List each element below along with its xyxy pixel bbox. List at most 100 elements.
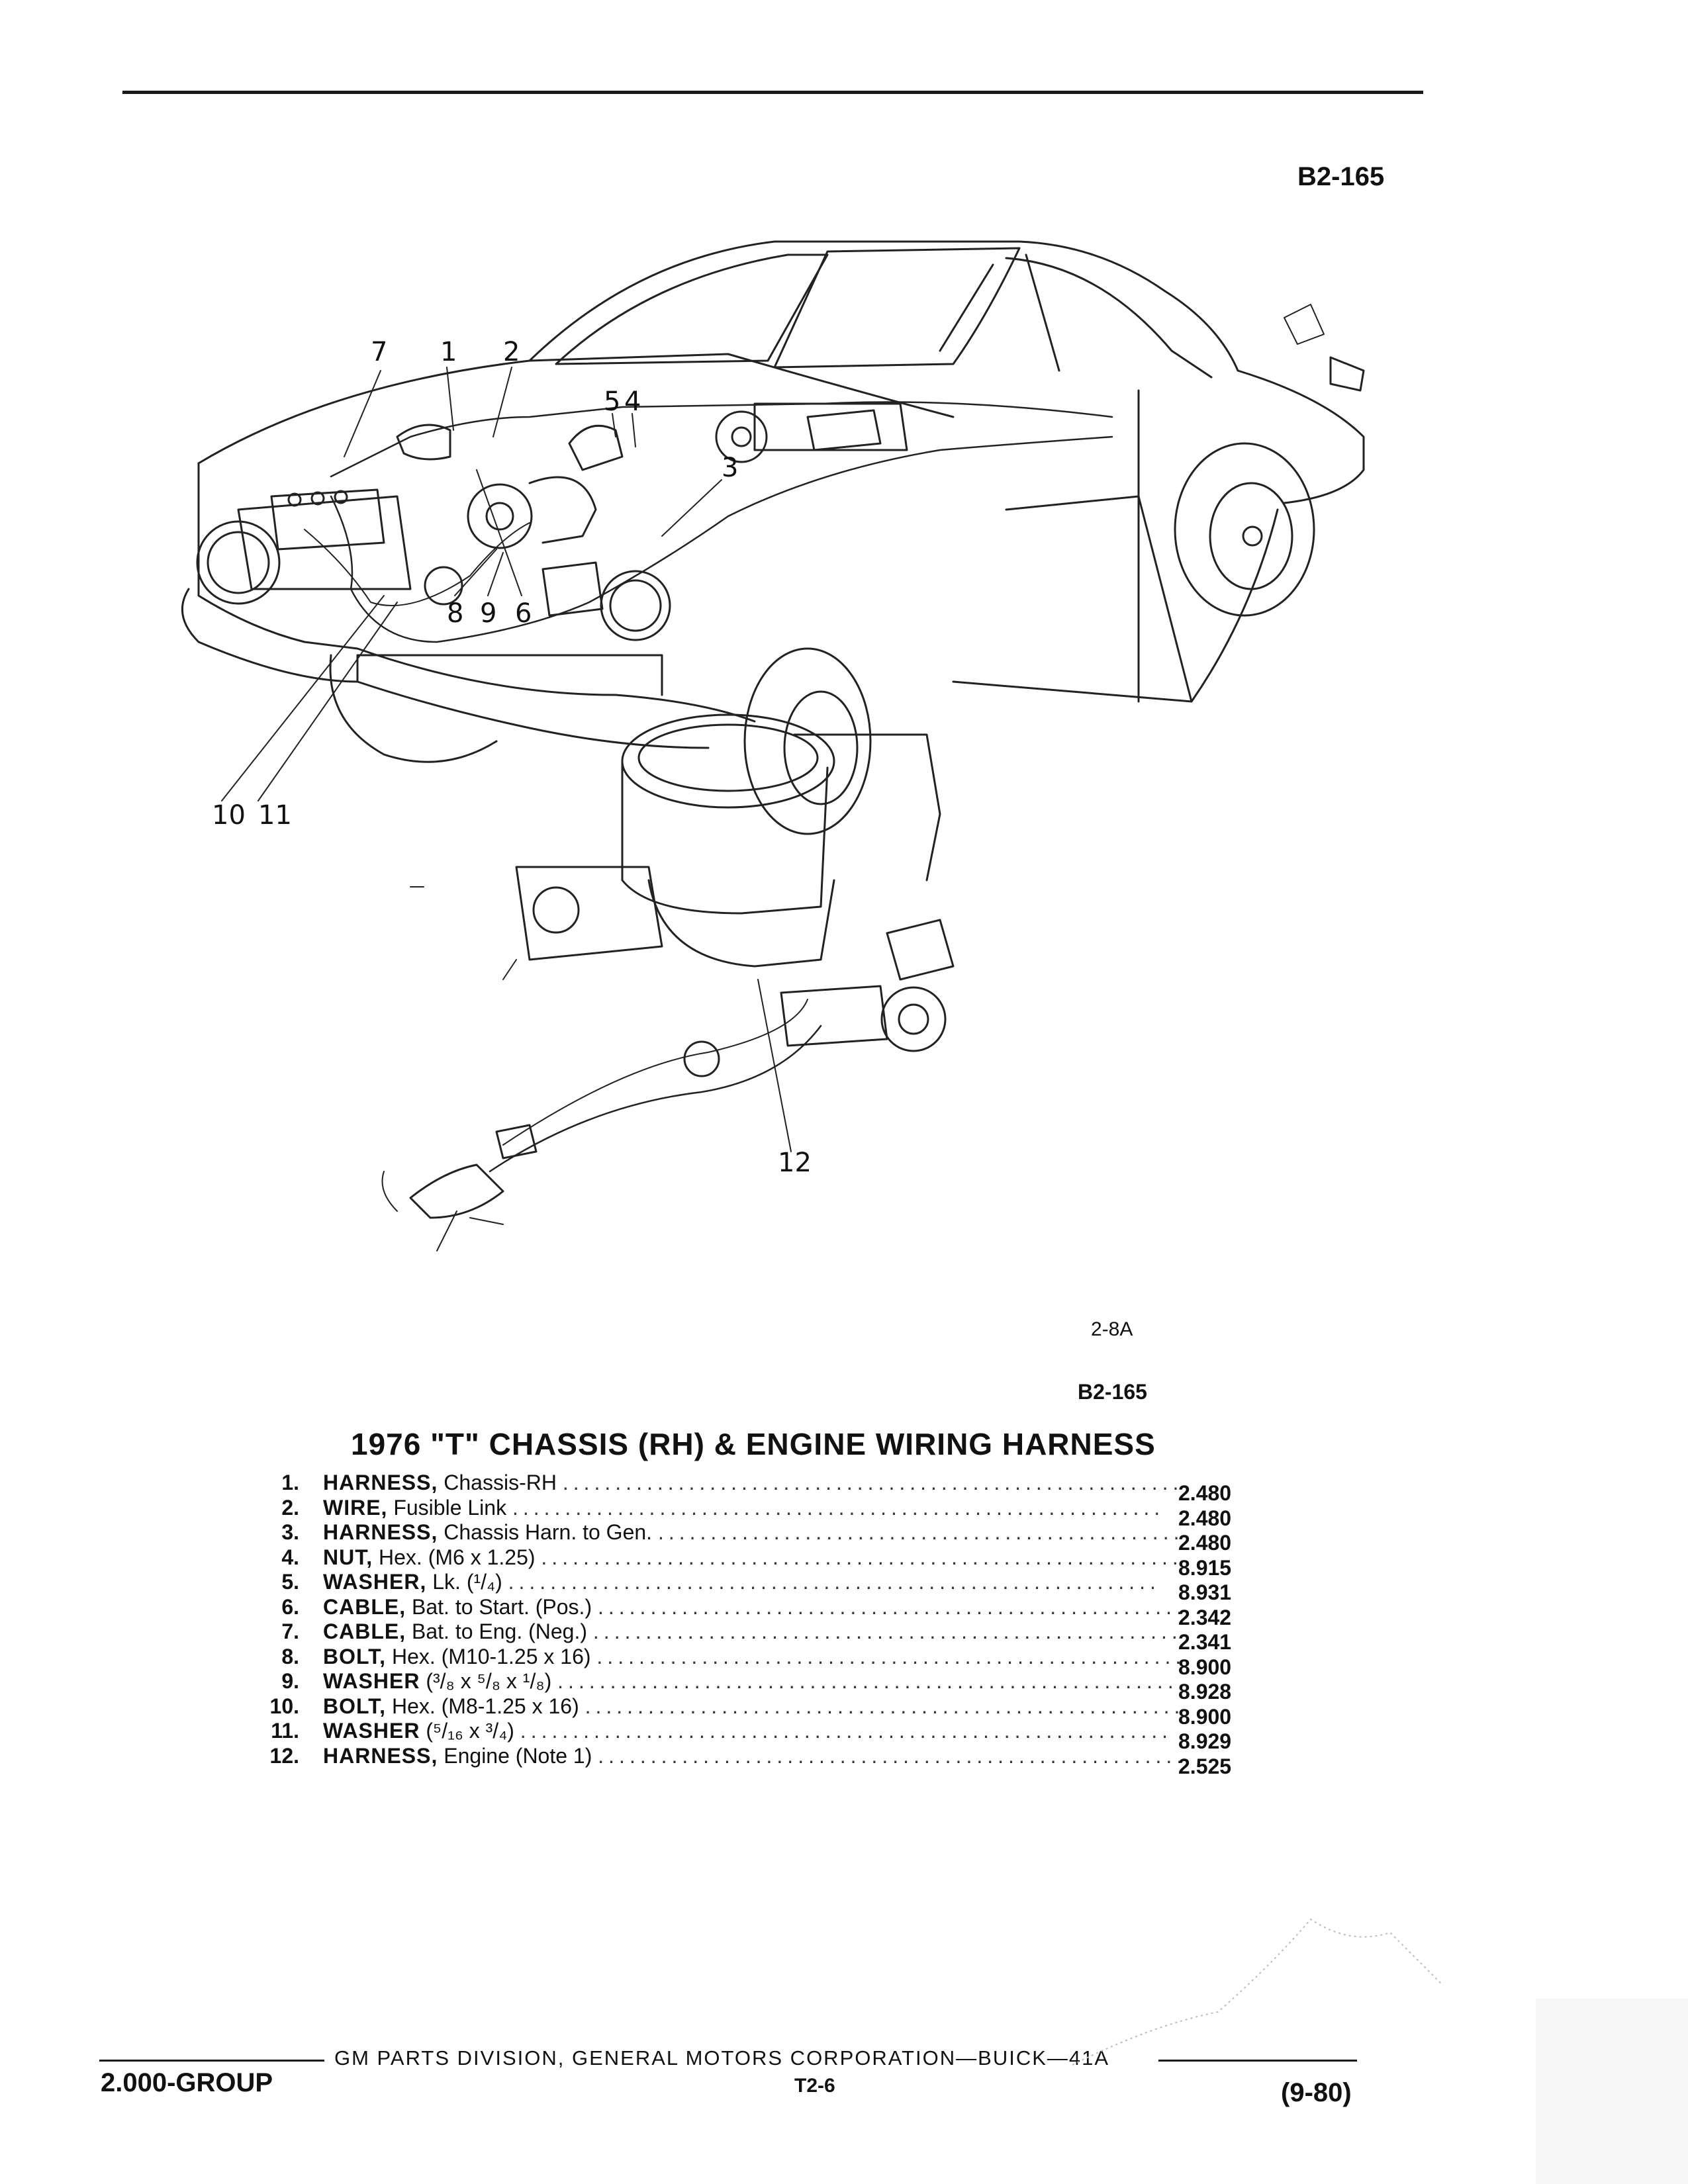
callout-9: 9 bbox=[480, 598, 496, 629]
part-row: 1. HARNESS, Chassis-RH ..................… bbox=[252, 1471, 1258, 1505]
part-name: HARNESS, bbox=[323, 1471, 438, 1494]
part-name: WIRE, bbox=[323, 1495, 388, 1520]
callout-leaders bbox=[221, 367, 792, 1152]
part-name: WASHER, bbox=[323, 1570, 427, 1594]
dot-leader: ........................................… bbox=[557, 1669, 1184, 1693]
part-number: 1. bbox=[281, 1471, 299, 1494]
part-description: NUT, Hex. (M6 x 1.25) ..................… bbox=[323, 1545, 1184, 1570]
part-description: BOLT, Hex. (M8-1.25 x 16) ..............… bbox=[323, 1694, 1184, 1719]
callout-5: 5 bbox=[604, 387, 620, 417]
part-name: CABLE, bbox=[323, 1594, 406, 1619]
group-code: 8.900 bbox=[1178, 1704, 1232, 1729]
figure-number: 2-8A bbox=[1091, 1318, 1133, 1340]
footer-rule-right bbox=[1158, 2060, 1357, 2062]
part-number: 7. bbox=[281, 1619, 299, 1643]
part-name: HARNESS, bbox=[323, 1743, 438, 1768]
group-code: 8.931 bbox=[1178, 1580, 1232, 1604]
part-description: HARNESS, Engine (Note 1) ...............… bbox=[323, 1744, 1184, 1769]
dot-leader: ........................................… bbox=[512, 1495, 1165, 1520]
part-row: 2. WIRE, Fusible Link ...................… bbox=[252, 1495, 1258, 1530]
dot-leader: ........................................… bbox=[598, 1743, 1184, 1768]
part-detail: Fusible Link bbox=[393, 1495, 507, 1520]
part-description: WASHER, Lk. (¹/₄) ......................… bbox=[323, 1570, 1184, 1595]
dot-leader: ........................................… bbox=[541, 1545, 1184, 1569]
part-detail: Chassis Harn. to Gen. bbox=[444, 1520, 653, 1544]
part-description: HARNESS, Chassis-RH ....................… bbox=[323, 1471, 1184, 1496]
group-code: 2.480 bbox=[1178, 1481, 1232, 1505]
dot-leader: ........................................… bbox=[596, 1644, 1184, 1668]
dot-leader: ........................................… bbox=[508, 1570, 1160, 1594]
part-detail: Bat. to Start. (Pos.) bbox=[412, 1594, 592, 1619]
part-row: 3. HARNESS, Chassis Harn. to Gen. .......… bbox=[252, 1520, 1258, 1555]
dot-leader: ........................................… bbox=[585, 1694, 1184, 1718]
part-row: 4. NUT, Hex. (M6 x 1.25) ................… bbox=[252, 1545, 1258, 1580]
part-row: 12. HARNESS, Engine (Note 1) ............… bbox=[252, 1743, 1258, 1778]
part-number: 9. bbox=[281, 1669, 299, 1693]
group-code: 2.342 bbox=[1178, 1605, 1232, 1629]
part-detail: Chassis-RH bbox=[444, 1471, 557, 1494]
part-detail: Hex. (M6 x 1.25) bbox=[379, 1545, 536, 1569]
part-name: BOLT, bbox=[323, 1694, 387, 1718]
footer-rule-left bbox=[99, 2060, 324, 2062]
part-description: CABLE, Bat. to Eng. (Neg.) .............… bbox=[323, 1619, 1184, 1645]
part-detail: Lk. (¹/₄) bbox=[432, 1570, 502, 1594]
catalog-title: 1976 "T" CHASSIS (RH) & ENGINE WIRING HA… bbox=[351, 1427, 1156, 1461]
part-description: HARNESS, Chassis Harn. to Gen. .........… bbox=[323, 1520, 1184, 1545]
part-row: 10. BOLT, Hex. (M8-1.25 x 16) ...........… bbox=[252, 1694, 1258, 1729]
dot-leader: ........................................… bbox=[592, 1619, 1184, 1643]
part-row: 7. CABLE, Bat. to Eng. (Neg.) ...........… bbox=[252, 1619, 1258, 1654]
group-code: 8.929 bbox=[1178, 1729, 1232, 1753]
part-detail: Engine (Note 1) bbox=[444, 1743, 592, 1768]
part-row: 9.WASHER (³/₈ x ⁵/₈ x ¹/₈) .............… bbox=[252, 1669, 1258, 1704]
group-code: 8.900 bbox=[1178, 1655, 1232, 1679]
group-code: 2.341 bbox=[1178, 1630, 1232, 1654]
part-number: 10. bbox=[269, 1694, 299, 1718]
group-code: 2.480 bbox=[1178, 1531, 1232, 1555]
dot-leader: ........................................… bbox=[597, 1594, 1184, 1619]
callout-4: 4 bbox=[624, 387, 641, 417]
part-description: WASHER (⁵/₁₆ x ³/₄) ....................… bbox=[323, 1719, 1184, 1744]
part-number: 2. bbox=[281, 1495, 299, 1520]
callout-labels: 7 1 2 5 4 3 8 9 6 10 11 12 bbox=[212, 337, 812, 1178]
footer-page-number: T2-6 bbox=[794, 2075, 835, 2097]
footer-group: 2.000-GROUP bbox=[101, 2068, 273, 2097]
callout-7: 7 bbox=[371, 337, 387, 367]
page-code: B2-165 bbox=[1297, 162, 1385, 191]
part-number: 12. bbox=[269, 1743, 299, 1768]
part-number: 3. bbox=[281, 1520, 299, 1544]
catalog-ref-code: B2-165 bbox=[1078, 1380, 1147, 1404]
part-row: 6. CABLE, Bat. to Start. (Pos.) .........… bbox=[252, 1594, 1258, 1629]
wiring-harness-illustration: 7 1 2 5 4 3 8 9 6 10 11 12 bbox=[181, 240, 1365, 1251]
part-row: 11. WASHER (⁵/₁₆ x ³/₄) .................… bbox=[252, 1719, 1258, 1753]
dot-leader: ........................................… bbox=[520, 1719, 1173, 1743]
part-detail: Hex. (M8-1.25 x 16) bbox=[391, 1694, 579, 1718]
part-number: 11. bbox=[271, 1719, 299, 1743]
part-number: 8. bbox=[281, 1644, 299, 1668]
part-row: 5. WASHER, Lk. (¹/₄) ....................… bbox=[252, 1570, 1258, 1604]
callout-3: 3 bbox=[722, 453, 738, 483]
top-rule bbox=[122, 91, 1423, 94]
part-description: WIRE, Fusible Link .....................… bbox=[323, 1496, 1184, 1521]
dot-leader: ........................................… bbox=[562, 1471, 1184, 1494]
car-body bbox=[181, 240, 1365, 835]
callout-6: 6 bbox=[515, 598, 532, 629]
part-detail: (³/₈ x ⁵/₈ x ¹/₈) bbox=[426, 1669, 552, 1693]
parts-list: 1. HARNESS, Chassis-RH ..................… bbox=[252, 1471, 1258, 1778]
part-name: WASHER bbox=[323, 1719, 420, 1743]
part-detail: (⁵/₁₆ x ³/₄) bbox=[426, 1719, 514, 1743]
callout-1: 1 bbox=[440, 337, 457, 367]
callout-8: 8 bbox=[447, 598, 463, 629]
scan-smudge bbox=[1072, 1918, 1688, 2184]
part-detail: Bat. to Eng. (Neg.) bbox=[412, 1619, 588, 1643]
part-number: 5. bbox=[281, 1570, 299, 1594]
part-description: CABLE, Bat. to Start. (Pos.) ...........… bbox=[323, 1595, 1184, 1620]
group-code: 2.525 bbox=[1178, 1754, 1232, 1778]
part-detail: Hex. (M10-1.25 x 16) bbox=[391, 1644, 591, 1668]
group-code: 2.480 bbox=[1178, 1506, 1232, 1530]
part-name: BOLT, bbox=[323, 1644, 387, 1668]
group-code: 8.915 bbox=[1178, 1555, 1232, 1580]
part-number: 4. bbox=[281, 1545, 299, 1569]
group-code: 8.928 bbox=[1178, 1680, 1232, 1704]
part-number: 6. bbox=[281, 1594, 299, 1619]
footer-date: (9-80) bbox=[1281, 2078, 1352, 2107]
